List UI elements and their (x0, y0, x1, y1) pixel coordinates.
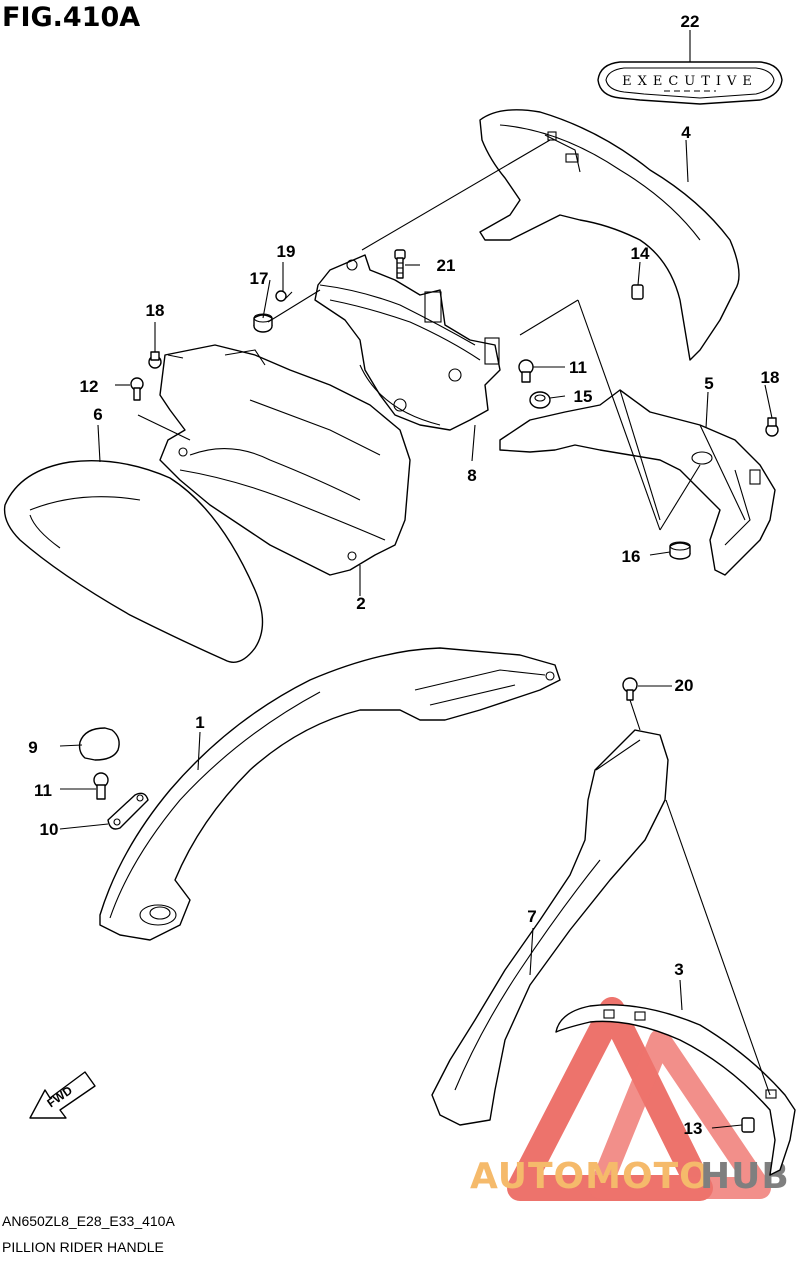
part-15-collar (529, 391, 551, 409)
part-22-emblem: EXECUTIVE (597, 61, 783, 105)
callout-15: 15 (574, 387, 593, 406)
callout-10: 10 (40, 820, 59, 839)
callout-20: 20 (675, 676, 694, 695)
part-18-rivet-right (765, 417, 779, 437)
callout-11-upper: 11 (569, 358, 587, 377)
part-16-grommet (669, 541, 691, 560)
part-14-clip-nut (631, 284, 644, 300)
emblem-text: EXECUTIVE (622, 74, 758, 89)
part-9-cap (78, 727, 120, 761)
fwd-direction-arrow: FWD (29, 1071, 96, 1119)
callout-labels: 22 4 19 21 14 17 18 11 18 12 5 15 6 8 16… (28, 12, 779, 1138)
part-20-screw (622, 677, 638, 701)
part-6-seat-pad (3, 460, 264, 663)
automotohub-watermark: AUTOMOTO HUB (470, 997, 789, 1201)
part-12-screw (130, 377, 144, 401)
callout-3: 3 (674, 960, 683, 979)
part-17-bushing (253, 313, 273, 333)
callout-2: 2 (356, 594, 365, 613)
part-13-clip-nut (741, 1117, 755, 1133)
part-4-rear-cover (479, 109, 740, 361)
callout-11-lower: 11 (34, 781, 52, 800)
part-19-screw (275, 290, 293, 302)
part-10-plate (107, 792, 149, 830)
callout-18-left: 18 (146, 301, 165, 320)
figure-title: FIG.410A (2, 2, 141, 33)
callout-5: 5 (704, 374, 713, 393)
callout-19: 19 (277, 242, 296, 261)
part-3-trim-strip (555, 1004, 796, 1176)
callout-8: 8 (467, 466, 476, 485)
part-5-rear-fender (499, 389, 776, 576)
part-11-bolt-lower (93, 772, 109, 800)
part-11-bolt-upper (518, 359, 534, 383)
callout-14: 14 (631, 244, 650, 263)
part-21-bolt (394, 249, 406, 279)
callout-18-right: 18 (761, 368, 780, 387)
callout-21: 21 (437, 256, 456, 275)
callout-7: 7 (527, 907, 536, 926)
callout-12: 12 (80, 377, 99, 396)
callout-6: 6 (93, 405, 102, 424)
callout-17: 17 (250, 269, 269, 288)
part-8-bracket (314, 254, 501, 431)
callout-1: 1 (195, 713, 204, 732)
callout-9: 9 (28, 738, 37, 757)
watermark-brand-part1: AUTOMOTO (470, 1156, 711, 1197)
callout-16: 16 (622, 547, 641, 566)
leader-lines (59, 30, 773, 1129)
part-7-side-cover (431, 729, 669, 1126)
section-name: PILLION RIDER HANDLE (2, 1239, 164, 1255)
part-18-rivet-left (148, 351, 162, 369)
callout-4: 4 (681, 123, 691, 142)
callout-22: 22 (681, 12, 700, 31)
model-code: AN650ZL8_E28_E33_410A (2, 1213, 175, 1229)
part-1-pillion-handle (99, 647, 561, 941)
watermark-triangle-2 (589, 1029, 771, 1199)
part-2-inner-panel (159, 344, 411, 576)
callout-13: 13 (684, 1119, 703, 1138)
